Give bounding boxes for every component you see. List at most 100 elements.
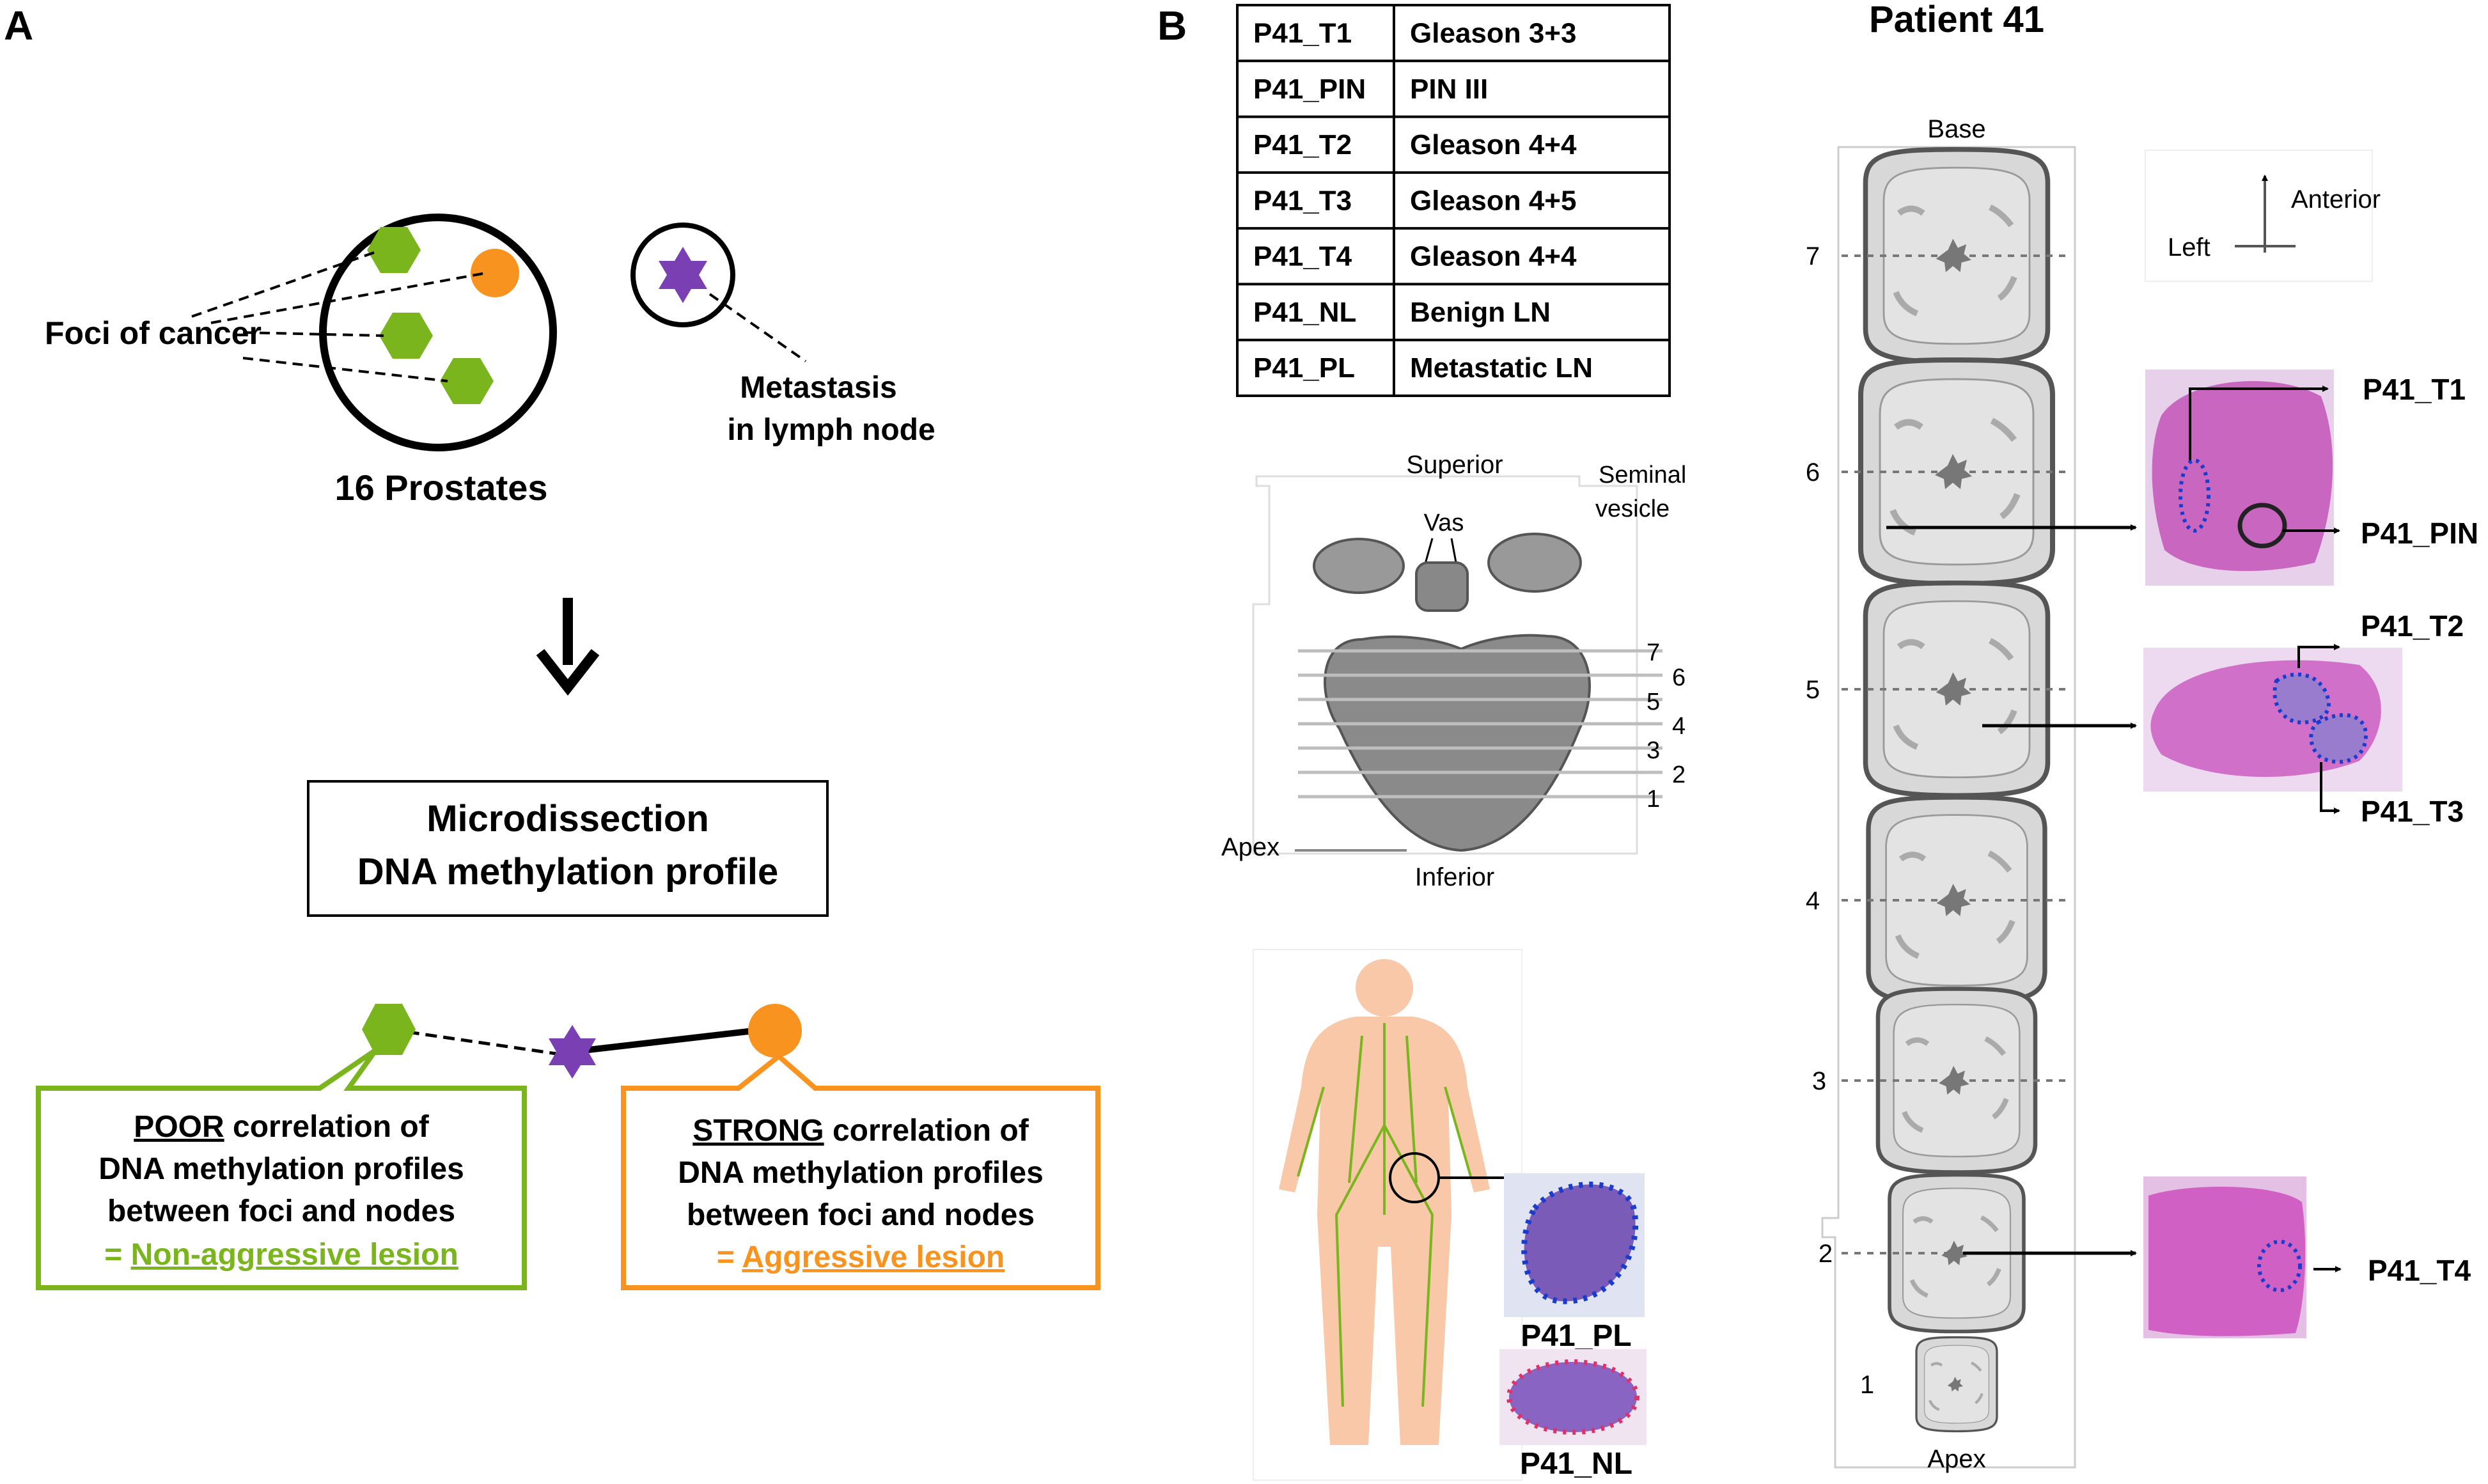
poor-line1: POOR correlation of xyxy=(134,1110,429,1144)
strong-eq: = xyxy=(717,1240,742,1274)
prostates-label: 16 Prostates xyxy=(334,467,547,508)
diagram-slice-number: 4 xyxy=(1672,713,1686,740)
strong-line1: STRONG correlation of xyxy=(692,1114,1029,1148)
diagram-slice-number: 7 xyxy=(1647,639,1660,666)
strong-correlation-line xyxy=(588,1027,755,1053)
prostate-circle xyxy=(319,214,557,451)
left-label: Left xyxy=(2168,233,2210,262)
prostate-slice xyxy=(1916,1338,1997,1432)
table-cell-grade: Gleason 4+5 xyxy=(1410,185,1576,216)
poor-correlation-line xyxy=(389,1027,557,1056)
slice-number: 7 xyxy=(1806,242,1820,270)
pl-label: P41_PL xyxy=(1521,1319,1631,1353)
metastasis-connector xyxy=(708,293,807,363)
panel-b-label: B xyxy=(1157,3,1187,49)
table-cell-grade: Gleason 4+4 xyxy=(1410,129,1577,160)
t1-label: P41_T1 xyxy=(2363,373,2466,406)
network-circle-icon xyxy=(748,1004,802,1058)
table-cell-sample: P41_T1 xyxy=(1253,17,1352,49)
network-star-icon xyxy=(549,1025,596,1079)
apex-label-side: Apex xyxy=(1221,833,1279,861)
body-torso xyxy=(1279,1017,1490,1445)
lymph-node-circle xyxy=(630,223,735,327)
t3-label: P41_T3 xyxy=(2361,795,2464,828)
focus-hexagon-3 xyxy=(440,358,494,404)
strong-callout-box xyxy=(621,1052,1100,1290)
poor-line3: between foci and nodes xyxy=(107,1194,455,1228)
histology-slice-6: P41_T1 P41_PIN xyxy=(1886,370,2478,586)
table-cell-grade: Gleason 4+4 xyxy=(1410,241,1577,272)
strong-line1-rest: correlation of xyxy=(824,1114,1029,1148)
apex-label-slices: Apex xyxy=(1927,1445,1985,1473)
diagram-slice-number: 3 xyxy=(1647,737,1660,764)
metastasis-label-line2: in lymph node xyxy=(727,413,935,447)
strong-line2: DNA methylation profiles xyxy=(678,1156,1044,1190)
slice-number: 4 xyxy=(1806,887,1820,915)
histology-slice-5: P41_T2 P41_T3 xyxy=(1982,609,2464,828)
diagram-slice-number: 1 xyxy=(1647,786,1660,813)
body-figure: P41_PL P41_NL xyxy=(1253,949,1647,1481)
table-cell-grade: Metastatic LN xyxy=(1410,352,1593,384)
diagram-slice-number: 6 xyxy=(1672,664,1686,691)
diagram-slice-number: 5 xyxy=(1647,689,1660,715)
slice-number: 2 xyxy=(1819,1240,1833,1268)
poor-line2: DNA methylation profiles xyxy=(98,1152,464,1186)
metastasis-label-line1: Metastasis xyxy=(740,371,896,405)
seminal-label-line2: vesicle xyxy=(1595,496,1670,522)
prostate-body xyxy=(1324,634,1591,852)
table-cell-grade: Gleason 3+3 xyxy=(1410,17,1576,49)
table-cell-sample: P41_PIN xyxy=(1253,74,1366,105)
microdissection-box xyxy=(307,780,829,917)
patient-title: Patient 41 xyxy=(1869,0,2044,40)
poor-keyword: POOR xyxy=(134,1110,224,1144)
pin-label: P41_PIN xyxy=(2361,517,2478,550)
network-hexagon-icon xyxy=(362,1004,416,1055)
slice-number: 6 xyxy=(1806,458,1820,487)
inferior-label: Inferior xyxy=(1415,863,1495,891)
diagram-slice-number: 2 xyxy=(1672,762,1686,788)
microdissection-line2: DNA methylation profile xyxy=(357,851,778,893)
seminal-vesicle-right xyxy=(1487,533,1582,593)
table-cell-grade: PIN III xyxy=(1410,74,1488,105)
body-head xyxy=(1356,959,1413,1017)
down-arrow-icon xyxy=(536,598,600,696)
metastasis-star-icon xyxy=(659,247,707,303)
table-cell-sample: P41_T2 xyxy=(1253,129,1352,160)
t4-label: P41_T4 xyxy=(2368,1254,2471,1287)
table-cell-sample: P41_PL xyxy=(1253,352,1355,384)
nl-label: P41_NL xyxy=(1520,1447,1632,1481)
focus-circle-orange xyxy=(471,249,519,297)
poor-result-line: = Non-aggressive lesion xyxy=(104,1238,458,1272)
table-cell-sample: P41_T3 xyxy=(1253,185,1352,216)
poor-eq: = xyxy=(104,1238,130,1272)
strong-keyword: STRONG xyxy=(692,1114,824,1148)
panel-a-label: A xyxy=(4,3,33,49)
poor-callout-box xyxy=(36,1047,527,1290)
orientation-indicator: Anterior Left xyxy=(2145,150,2381,282)
strong-line3: between foci and nodes xyxy=(687,1198,1035,1232)
slice-column: Base Apex 7 6 5 4 3 2 1 xyxy=(1806,115,2076,1473)
focus-hexagon-2 xyxy=(379,313,433,359)
seminal-vesicle-left xyxy=(1313,538,1405,594)
base-label: Base xyxy=(1927,115,1985,143)
seminal-label-line1: Seminal xyxy=(1599,462,1686,488)
strong-result-line: = Aggressive lesion xyxy=(717,1240,1005,1274)
foci-connectors xyxy=(191,251,487,382)
slice-number: 5 xyxy=(1806,676,1820,704)
panel-a: A Foci of cancer 16 Prostates Metastasis… xyxy=(4,3,1100,1290)
strong-result: Aggressive lesion xyxy=(742,1240,1005,1274)
poor-line1-rest: correlation of xyxy=(224,1110,430,1144)
slice-number: 1 xyxy=(1860,1371,1874,1399)
poor-result: Non-aggressive lesion xyxy=(131,1238,458,1272)
slice-number: 3 xyxy=(1812,1067,1826,1095)
table-cell-sample: P41_NL xyxy=(1253,297,1356,328)
anterior-label: Anterior xyxy=(2291,185,2381,214)
histology-slice-2: P41_T4 xyxy=(1963,1176,2471,1338)
microdissection-line1: Microdissection xyxy=(426,798,709,840)
vas-deferens xyxy=(1415,561,1469,612)
table-cell-sample: P41_T4 xyxy=(1253,241,1352,272)
